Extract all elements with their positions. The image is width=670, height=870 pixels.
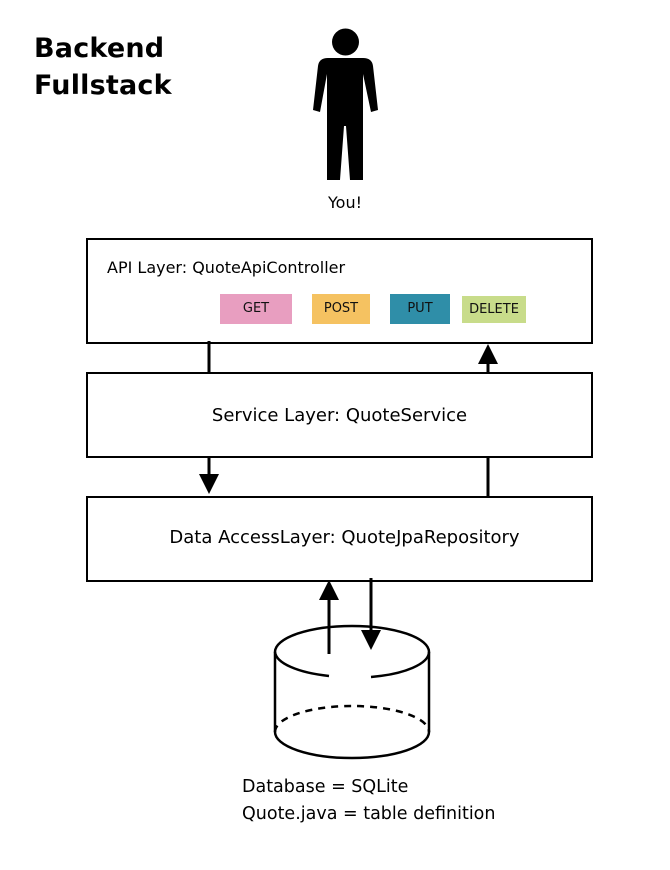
- get-method-badge: GET: [220, 294, 292, 324]
- api-layer-label: API Layer: QuoteApiController: [107, 258, 346, 277]
- data-access-layer-box: Data AccessLayer: QuoteJpaRepository: [86, 496, 593, 582]
- service-layer-label: Service Layer: QuoteService: [211, 405, 468, 426]
- you-label: You!: [328, 193, 362, 212]
- title-line-2: Fullstack: [34, 70, 172, 101]
- diagram-title: Backend Fullstack: [34, 30, 172, 104]
- service-to-data-arrowhead: [199, 474, 219, 494]
- db-up-arrowhead: [319, 580, 339, 600]
- db-down-arrowhead: [361, 630, 381, 650]
- put-method-badge: PUT: [390, 294, 450, 324]
- title-line-1: Backend: [34, 33, 165, 64]
- database-cylinder-icon: [273, 624, 431, 760]
- database-caption-line-1: Database = SQLite: [242, 777, 409, 797]
- service-layer-box: Service Layer: QuoteService: [86, 372, 593, 458]
- database-caption-line-2: Quote.java = table definition: [242, 804, 496, 824]
- delete-method-badge: DELETE: [462, 296, 526, 323]
- api-layer-box: API Layer: QuoteApiController: [86, 238, 593, 344]
- post-method-badge: POST: [312, 294, 370, 324]
- service-to-api-arrowhead: [478, 344, 498, 364]
- database-caption: Database = SQLite Quote.java = table def…: [242, 774, 495, 828]
- data-access-layer-label: Data AccessLayer: QuoteJpaRepository: [169, 527, 520, 548]
